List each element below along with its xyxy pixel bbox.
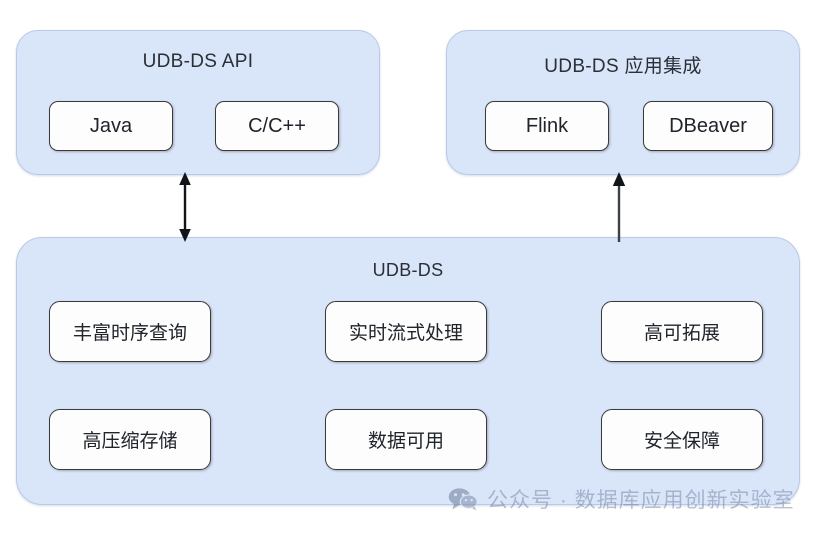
item-box-flink[interactable]: Flink: [485, 101, 609, 151]
feature-box-high-scalability[interactable]: 高可拓展: [601, 301, 763, 362]
panel-udb-ds-integration: UDB-DS 应用集成 Flink DBeaver: [446, 30, 800, 175]
item-label-flink: Flink: [525, 114, 569, 137]
feature-box-data-availability[interactable]: 数据可用: [325, 409, 487, 470]
item-label-java: Java: [89, 114, 133, 137]
feature-label-2: 高可拓展: [643, 323, 720, 344]
feature-box-rich-timeseries-query[interactable]: 丰富时序查询: [49, 301, 211, 362]
panel-udb-ds-api: UDB-DS API Java C/C++: [16, 30, 380, 175]
double-arrow-vertical-icon: [179, 172, 191, 242]
item-box-dbeaver[interactable]: DBeaver: [643, 101, 773, 151]
feature-label-0: 丰富时序查询: [72, 323, 187, 344]
feature-box-high-compression-storage[interactable]: 高压缩存储: [49, 409, 211, 470]
panel-udb-ds-core: UDB-DS 丰富时序查询 实时流式处理 高可拓展 高压缩存储 数据可用 安全保…: [16, 237, 800, 505]
item-label-c-cpp: C/C++: [248, 114, 306, 137]
feature-label-5: 安全保障: [643, 431, 720, 452]
item-label-dbeaver: DBeaver: [669, 114, 747, 137]
feature-label-4: 数据可用: [367, 431, 444, 452]
feature-box-security-assurance[interactable]: 安全保障: [601, 409, 763, 470]
panel-title-api: UDB-DS API: [142, 51, 254, 72]
feature-label-1: 实时流式处理: [348, 323, 463, 344]
panel-title-core: UDB-DS: [372, 260, 444, 280]
arrow-up-icon: [612, 172, 626, 242]
item-box-java[interactable]: Java: [49, 101, 173, 151]
item-box-c-cpp[interactable]: C/C++: [215, 101, 339, 151]
panel-title-integration: UDB-DS 应用集成: [544, 56, 702, 77]
feature-box-realtime-stream-processing[interactable]: 实时流式处理: [325, 301, 487, 362]
feature-label-3: 高压缩存储: [82, 431, 178, 452]
